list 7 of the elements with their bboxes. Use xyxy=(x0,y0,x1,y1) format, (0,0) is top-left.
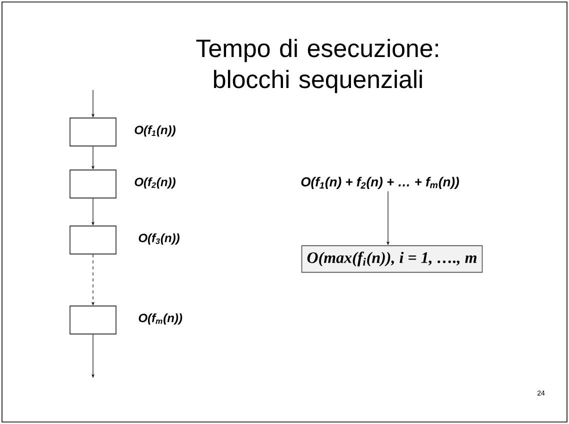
complexity-label: O(f$_{3}$(n)) xyxy=(138,233,180,245)
complexity-label: O(f$_{2}$(n)) xyxy=(134,177,176,189)
title: Tempo di esecuzione: blocchi sequenziali xyxy=(196,38,438,94)
formula-text: O(f$_{1}$(n) + f$_{2}$(n) + … + f$_{m}$(n)) xyxy=(301,176,459,190)
formula-box: O(max(f$_{i}$(n)), i = 1, …., m xyxy=(301,245,483,273)
complexity-label: O(f$_{m}$(n)) xyxy=(138,313,182,325)
complexity-label: O(f$_{1}$(n)) xyxy=(134,125,176,137)
